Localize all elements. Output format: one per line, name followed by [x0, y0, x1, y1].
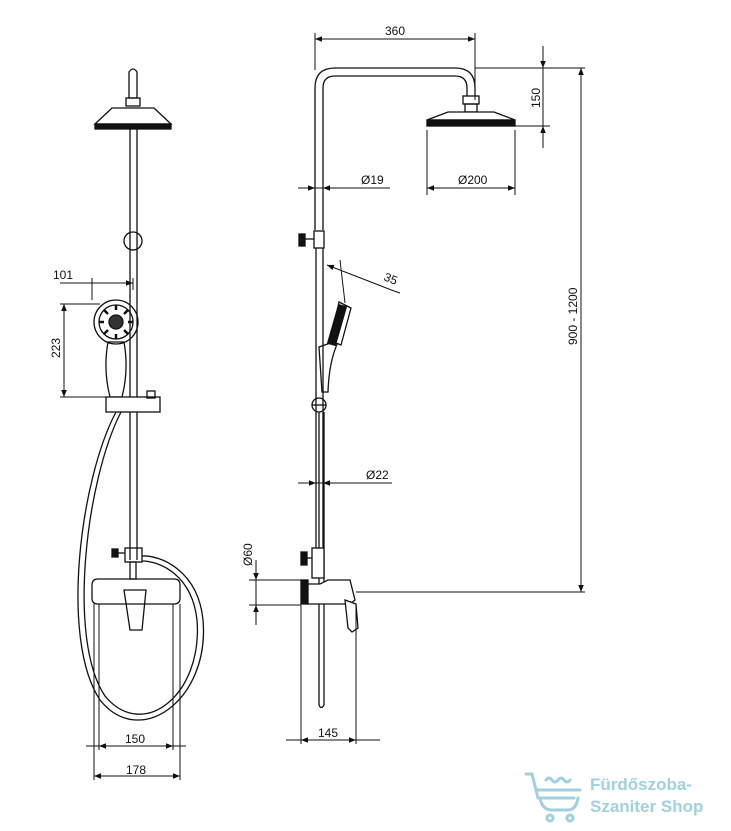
dim-mixer-height: Ø60 [241, 543, 255, 566]
hand-shower-head [93, 299, 139, 345]
front-dimensions [60, 278, 186, 780]
side-dimensions [249, 33, 585, 744]
dim-arm-length: 360 [385, 24, 405, 38]
dim-total-height: 900 - 1200 [566, 287, 580, 345]
diverter [124, 547, 143, 563]
front-view [77, 68, 205, 721]
side-hand-shower [318, 338, 341, 393]
dim-head-diameter: Ø200 [458, 173, 488, 187]
side-bracket [313, 230, 325, 249]
dim-head-drop: 150 [529, 88, 543, 108]
overhead-shower-head [93, 107, 173, 125]
dim-armrest-offset: 101 [53, 268, 73, 282]
side-mixer-lever [344, 599, 359, 633]
watermark-line-2: Szaniter Shop [590, 797, 704, 816]
slide-holder [105, 396, 161, 413]
dim-handshower-height: 223 [49, 338, 63, 358]
dim-lower-pipe-diameter: Ø22 [366, 468, 389, 482]
head-connector [125, 97, 141, 107]
shower-arm [314, 67, 476, 230]
side-mixer-body [307, 579, 356, 605]
mixer-lever [123, 589, 147, 631]
watermark-line-1: Fürdőszoba- [590, 775, 692, 794]
shower-hose [77, 411, 205, 721]
shower-arm-top [128, 68, 138, 99]
watermark: Fürdőszoba- Szaniter Shop [522, 768, 727, 824]
shower-head-face [94, 123, 172, 130]
dim-outer-width: 178 [126, 763, 146, 777]
dim-wall-projection: 145 [318, 726, 338, 740]
wall-connector [300, 579, 309, 605]
dim-handshower-angle: 35 [382, 270, 400, 288]
bathtub-icon [524, 772, 582, 823]
side-shower-head [426, 111, 516, 121]
hand-shower-handle [105, 341, 127, 398]
wall-bracket [123, 231, 143, 251]
dim-inner-width: 150 [125, 732, 145, 746]
dim-pipe-diameter: Ø19 [361, 173, 384, 187]
side-view [298, 67, 516, 709]
